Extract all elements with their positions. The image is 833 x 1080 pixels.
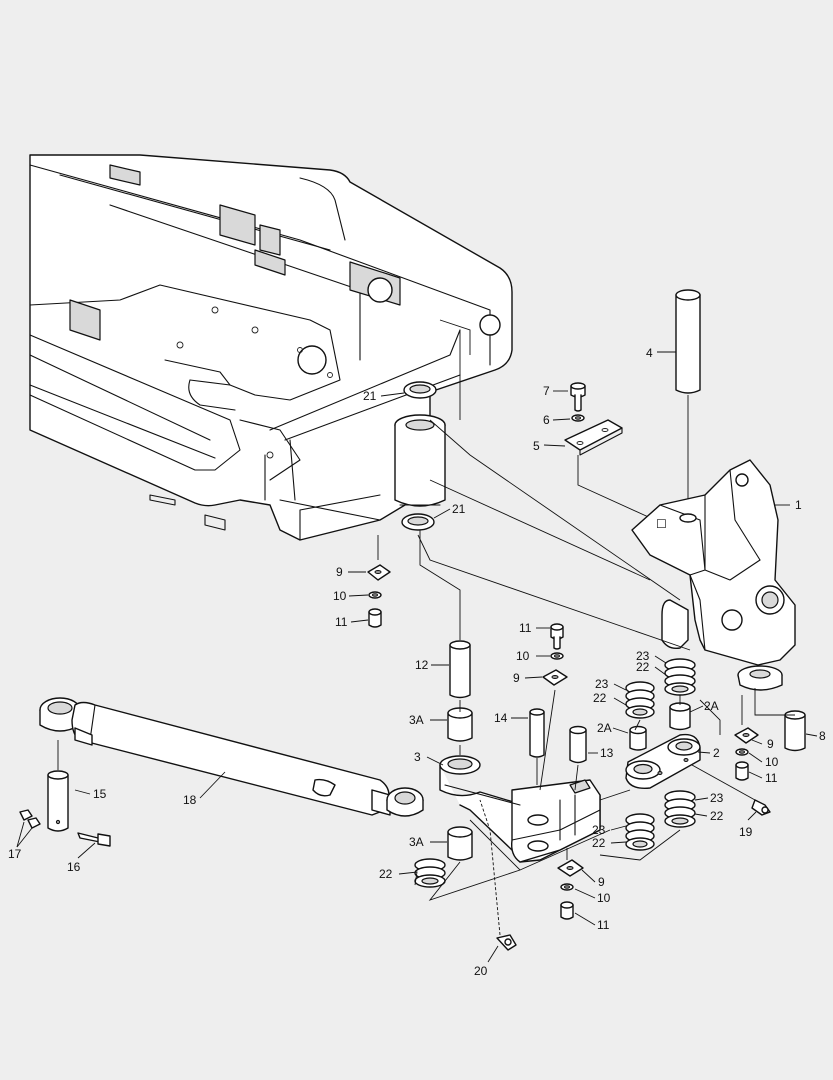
washer-10-mid xyxy=(550,652,564,660)
callout-9-right: 9 xyxy=(767,737,774,751)
plate-5 xyxy=(564,419,623,456)
callout-11-low: 11 xyxy=(597,918,610,932)
pin-4 xyxy=(675,289,701,394)
hydraulic-cylinder-18 xyxy=(39,697,424,817)
callout-23-upper-left: 23 xyxy=(595,677,609,691)
seal-21-upper xyxy=(403,381,437,399)
callout-11-left: 11 xyxy=(335,615,348,629)
callout-22-upper-right: 22 xyxy=(636,660,650,674)
callout-13: 13 xyxy=(600,746,614,760)
shim-stack-lower-left xyxy=(625,813,655,851)
callout-21-upper: 21 xyxy=(363,389,377,403)
callout-16: 16 xyxy=(67,860,81,874)
svg-text:☐: ☐ xyxy=(656,517,667,531)
callout-10-right: 10 xyxy=(765,755,779,769)
callout-22-lower-left: 22 xyxy=(592,836,606,850)
washer-10-right xyxy=(735,748,749,756)
callout-9-mid: 9 xyxy=(513,671,520,685)
shim-stack-bottom xyxy=(414,858,446,888)
callout-19: 19 xyxy=(739,825,753,839)
callout-10-low: 10 xyxy=(597,891,611,905)
pin-12 xyxy=(449,640,471,699)
callout-labels: 4 7 6 5 1 21 21 9 10 11 11 10 9 12 3A 14… xyxy=(8,346,826,978)
callout-22-lower-right: 22 xyxy=(710,809,724,823)
callout-3a-lower: 3A xyxy=(409,835,424,849)
callout-11-mid: 11 xyxy=(519,621,532,635)
callout-20: 20 xyxy=(474,964,488,978)
bolt-16 xyxy=(77,832,111,847)
bushing-3a-lower xyxy=(447,826,473,861)
callout-23-lower-right: 23 xyxy=(710,791,724,805)
bushing-2a-upper xyxy=(669,702,691,731)
bolt-11-low xyxy=(560,901,574,920)
grease-fitting-19 xyxy=(751,799,771,816)
swing-bracket-1: ☐ xyxy=(631,459,796,691)
nut-17 xyxy=(19,809,41,829)
callout-3a-upper: 3A xyxy=(409,713,424,727)
callout-1: 1 xyxy=(795,498,802,512)
seal-21-lower xyxy=(401,513,435,531)
pin-15 xyxy=(47,770,69,832)
washer-10-low xyxy=(560,883,574,891)
washer-6 xyxy=(571,414,585,422)
plate-9-low xyxy=(557,859,584,877)
callout-7: 7 xyxy=(543,384,550,398)
link-arm-3 xyxy=(439,755,601,863)
pin-14 xyxy=(529,708,545,758)
plate-9-mid xyxy=(542,669,568,686)
shim-stack-upper-left xyxy=(625,681,655,719)
shim-stack-upper-right xyxy=(664,658,696,696)
callout-22-bottom: 22 xyxy=(379,867,393,881)
bolt-7 xyxy=(570,382,586,412)
bushing-8 xyxy=(784,710,806,752)
callout-18: 18 xyxy=(183,793,197,807)
callout-10-left: 10 xyxy=(333,589,347,603)
callout-2a-lower: 2A xyxy=(597,721,612,735)
shim-stack-lower-right xyxy=(664,790,696,828)
callout-leaders xyxy=(16,351,818,963)
callout-23-lower-left: 23 xyxy=(592,823,606,837)
plate-9-right xyxy=(734,727,759,744)
callout-11-right: 11 xyxy=(765,771,778,785)
grease-fitting-20 xyxy=(496,934,517,951)
callout-3: 3 xyxy=(414,750,421,764)
callout-22-upper-left: 22 xyxy=(593,691,607,705)
pin-13 xyxy=(569,725,587,764)
bolt-11-mid xyxy=(550,623,564,650)
callout-15: 15 xyxy=(93,787,107,801)
bushing-3a-upper xyxy=(447,707,473,742)
washer-10-left xyxy=(368,591,382,599)
callout-10-mid: 10 xyxy=(516,649,530,663)
callout-8: 8 xyxy=(819,729,826,743)
callout-4: 4 xyxy=(646,346,653,360)
callout-5: 5 xyxy=(533,439,540,453)
callout-12: 12 xyxy=(415,658,429,672)
callout-2: 2 xyxy=(713,746,720,760)
plate-9-left xyxy=(367,564,391,581)
callout-6: 6 xyxy=(543,413,550,427)
callout-9-left: 9 xyxy=(336,565,343,579)
bolt-11-right xyxy=(735,761,749,781)
callout-23-upper-right: 23 xyxy=(636,649,650,663)
callout-21-lower: 21 xyxy=(452,502,466,516)
callout-17: 17 xyxy=(8,847,22,861)
link-2 xyxy=(625,733,701,789)
callout-14: 14 xyxy=(494,711,508,725)
callout-2a-upper: 2A xyxy=(704,699,719,713)
machine-frame xyxy=(29,154,513,541)
callout-9-low: 9 xyxy=(598,875,605,889)
bushing-2a-lower xyxy=(629,725,647,751)
bolt-11-left xyxy=(368,608,382,628)
